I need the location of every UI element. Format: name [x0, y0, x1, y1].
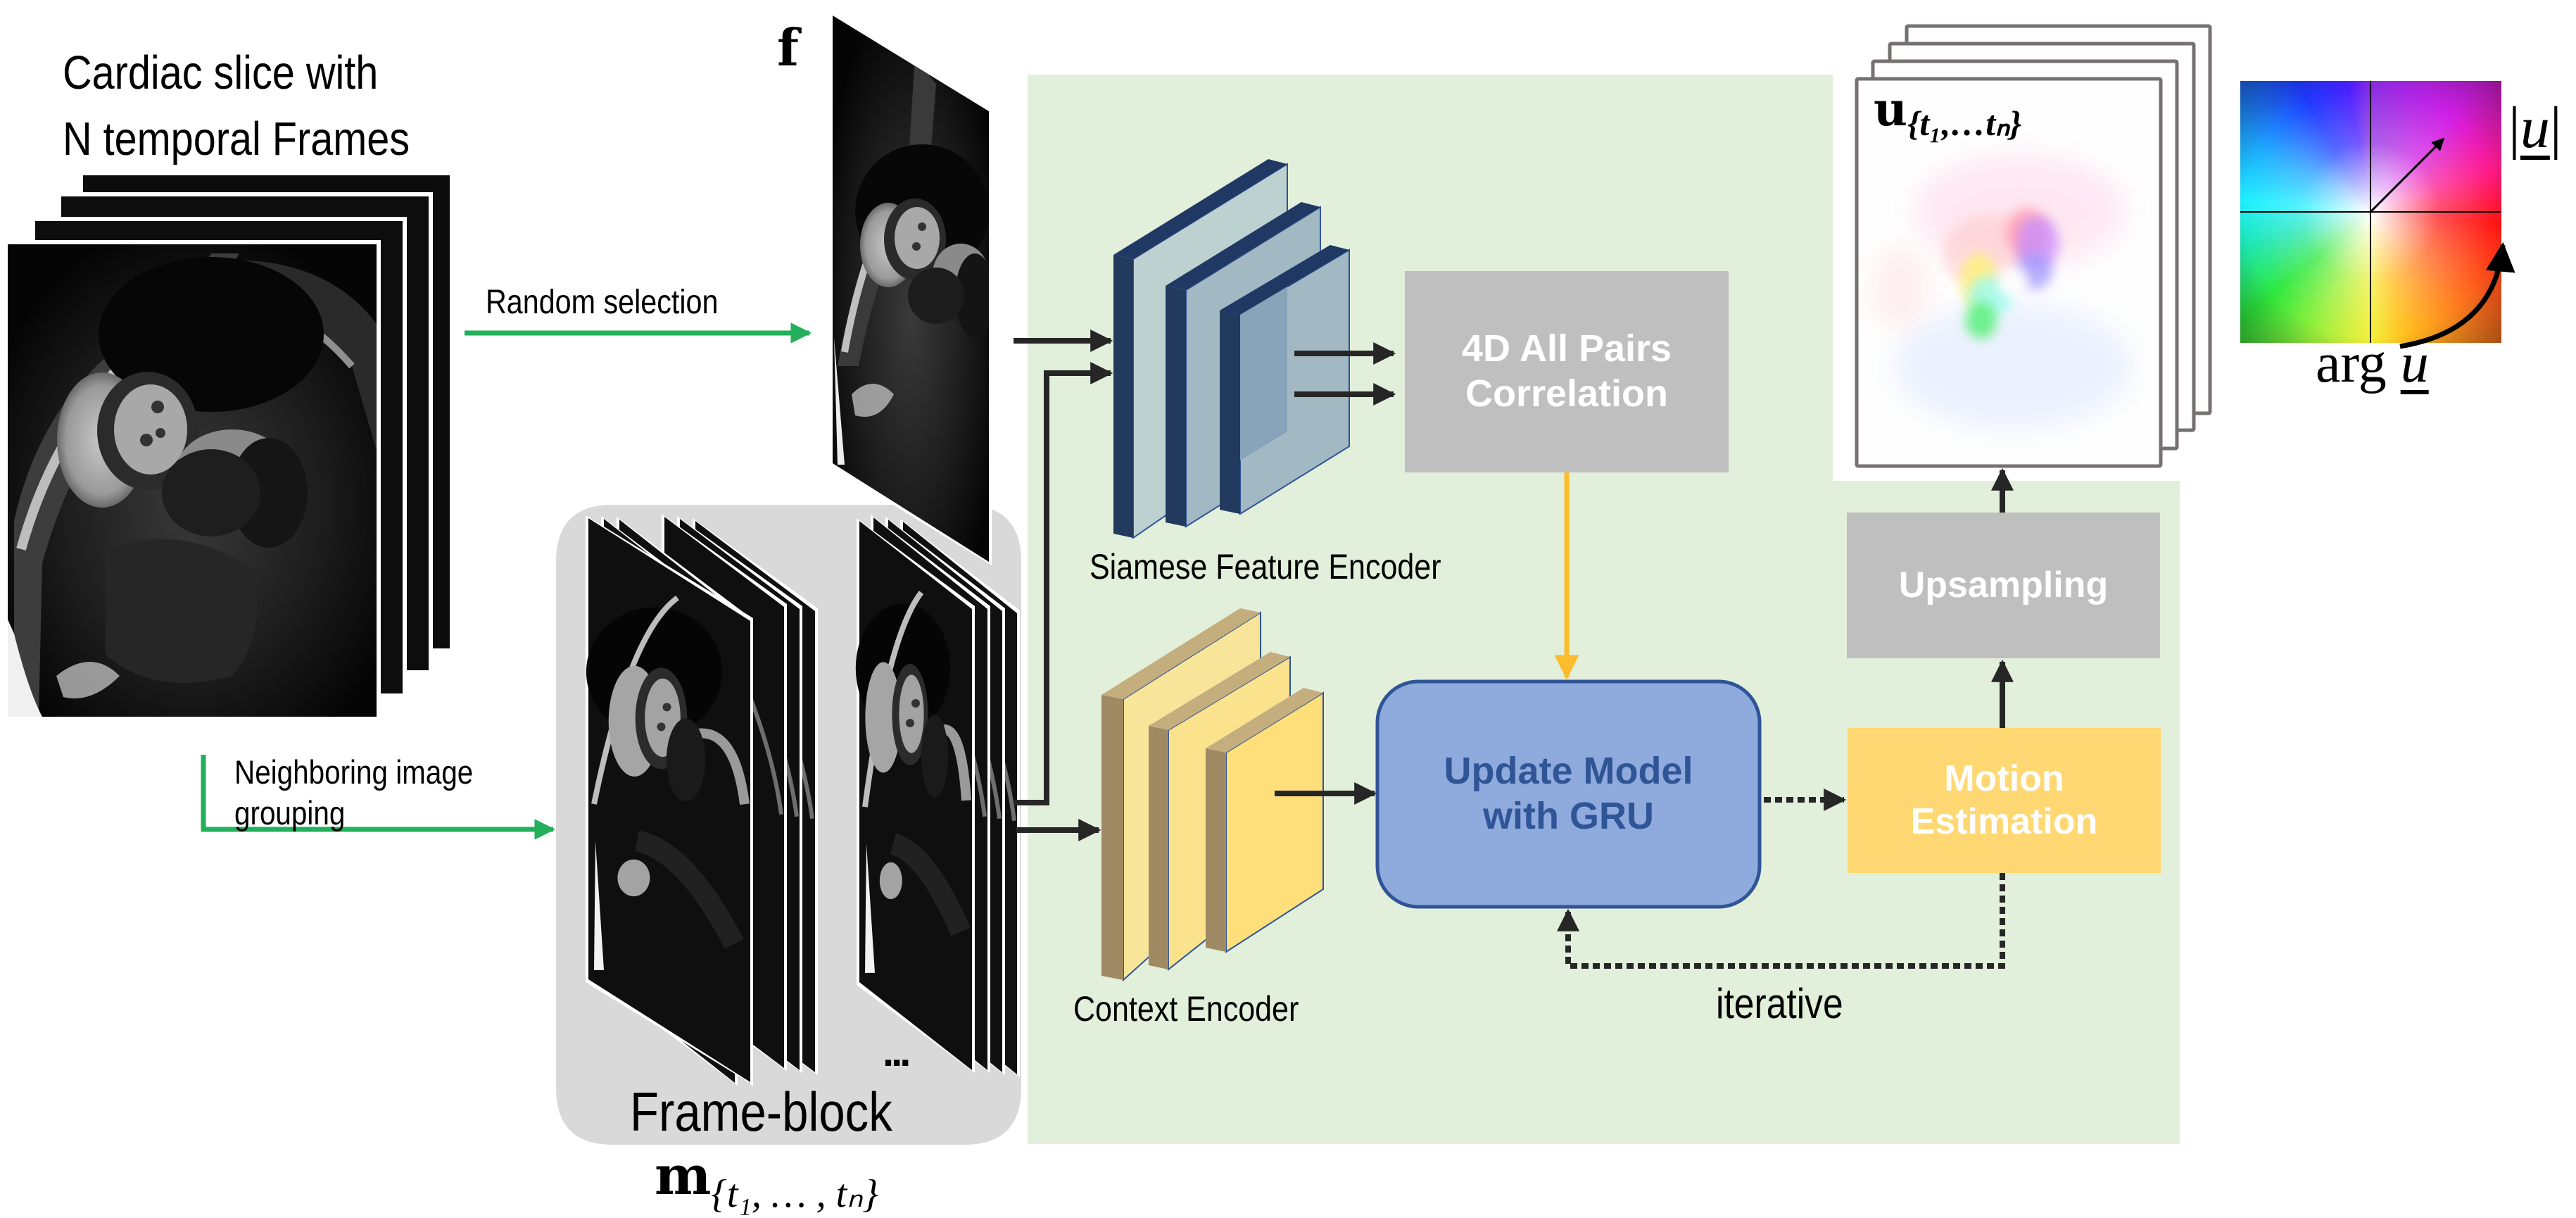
neighboring-grouping-label: Neighboring image grouping: [234, 755, 473, 829]
angle-label: arg u: [2316, 335, 2429, 391]
correlation-block: 4D All Pairs Correlation: [1405, 271, 1729, 472]
output-symbol-subscript: {t₁,…tₙ}: [1907, 103, 2022, 143]
context-encoder-label: Context Encoder: [1073, 989, 1299, 1029]
input-title-line1: Cardiac slice with: [63, 46, 379, 99]
random-selection-label: Random selection: [486, 284, 719, 321]
arrow-frameblock-to-siamese: [1014, 362, 1113, 805]
flow-field-image: [1872, 155, 2133, 429]
gru-block-line2: with GRU: [1483, 795, 1654, 837]
magnitude-label: |u|: [2508, 99, 2562, 158]
angle-label-prefix: arg: [2316, 332, 2387, 394]
context-encoder: [1101, 608, 1324, 982]
neighboring-grouping-arrow: [201, 755, 555, 840]
frame-block-symbol: m{t₁, … , tₙ}: [655, 1149, 878, 1214]
context-slab: [1206, 688, 1324, 953]
neighboring-label-line1: Neighboring image: [234, 753, 474, 791]
input-title: Cardiac slice with N temporal Frames: [63, 49, 410, 163]
frame-block-slices: [586, 514, 1020, 1086]
output-symbol: u{t₁,…tₙ}: [1874, 86, 2021, 141]
colorwheel-legend: [2240, 81, 2515, 349]
frame-block-ellipsis: ...: [883, 1029, 911, 1075]
motion-block-line1: Motion: [1944, 758, 2064, 799]
iterative-label: iterative: [1716, 980, 1843, 1027]
upsampling-block-label: Upsampling: [1898, 564, 2109, 605]
siamese-feature-encoder: [1113, 159, 1350, 539]
motion-block: Motion Estimation: [1848, 728, 2161, 873]
correlation-block-line2: Correlation: [1465, 372, 1669, 415]
magnitude-bar-right: |: [2549, 95, 2562, 161]
correlation-block-line1: 4D All Pairs: [1461, 327, 1672, 370]
frame-block-label: Frame-block: [630, 1081, 892, 1143]
siamese-encoder-label: Siamese Feature Encoder: [1090, 547, 1441, 586]
input-frame-front: [4, 240, 381, 721]
upsampling-block-shape: [1847, 513, 2160, 658]
iterative-loop-arrow: [1557, 873, 2005, 969]
input-title-line2: N temporal Frames: [63, 113, 410, 165]
gru-block: Update Model with GRU: [1377, 682, 1760, 907]
correlation-block-shape: [1405, 271, 1729, 472]
neighboring-label-line2: grouping: [234, 794, 346, 831]
magnitude-arrow: [2369, 137, 2445, 213]
upsampling-block: Upsampling: [1847, 513, 2160, 658]
gru-block-shape: [1375, 679, 1762, 909]
angle-arrow: [2399, 241, 2515, 349]
reference-frame: [830, 13, 992, 565]
motion-block-line2: Estimation: [1910, 801, 2098, 842]
angle-var: u: [2400, 332, 2429, 394]
gru-block-line1: Update Model: [1444, 750, 1693, 793]
frame-block-slice: [586, 515, 753, 1085]
output-flow-stack: [1855, 24, 2212, 468]
motion-block-shape: [1848, 728, 2161, 873]
magnitude-var: u: [2520, 95, 2550, 161]
reference-frame-symbol: f: [777, 18, 799, 77]
frame-block-slice: [855, 518, 975, 1073]
frame-block-symbol-subscript: {t₁, … , tₙ}: [711, 1172, 878, 1216]
output-symbol-base: u: [1874, 82, 1907, 137]
input-frame-stack: [4, 171, 454, 721]
magnitude-bar-left: |: [2508, 95, 2520, 161]
frame-block-symbol-base: m: [655, 1144, 712, 1207]
siamese-slab: [1220, 245, 1350, 515]
